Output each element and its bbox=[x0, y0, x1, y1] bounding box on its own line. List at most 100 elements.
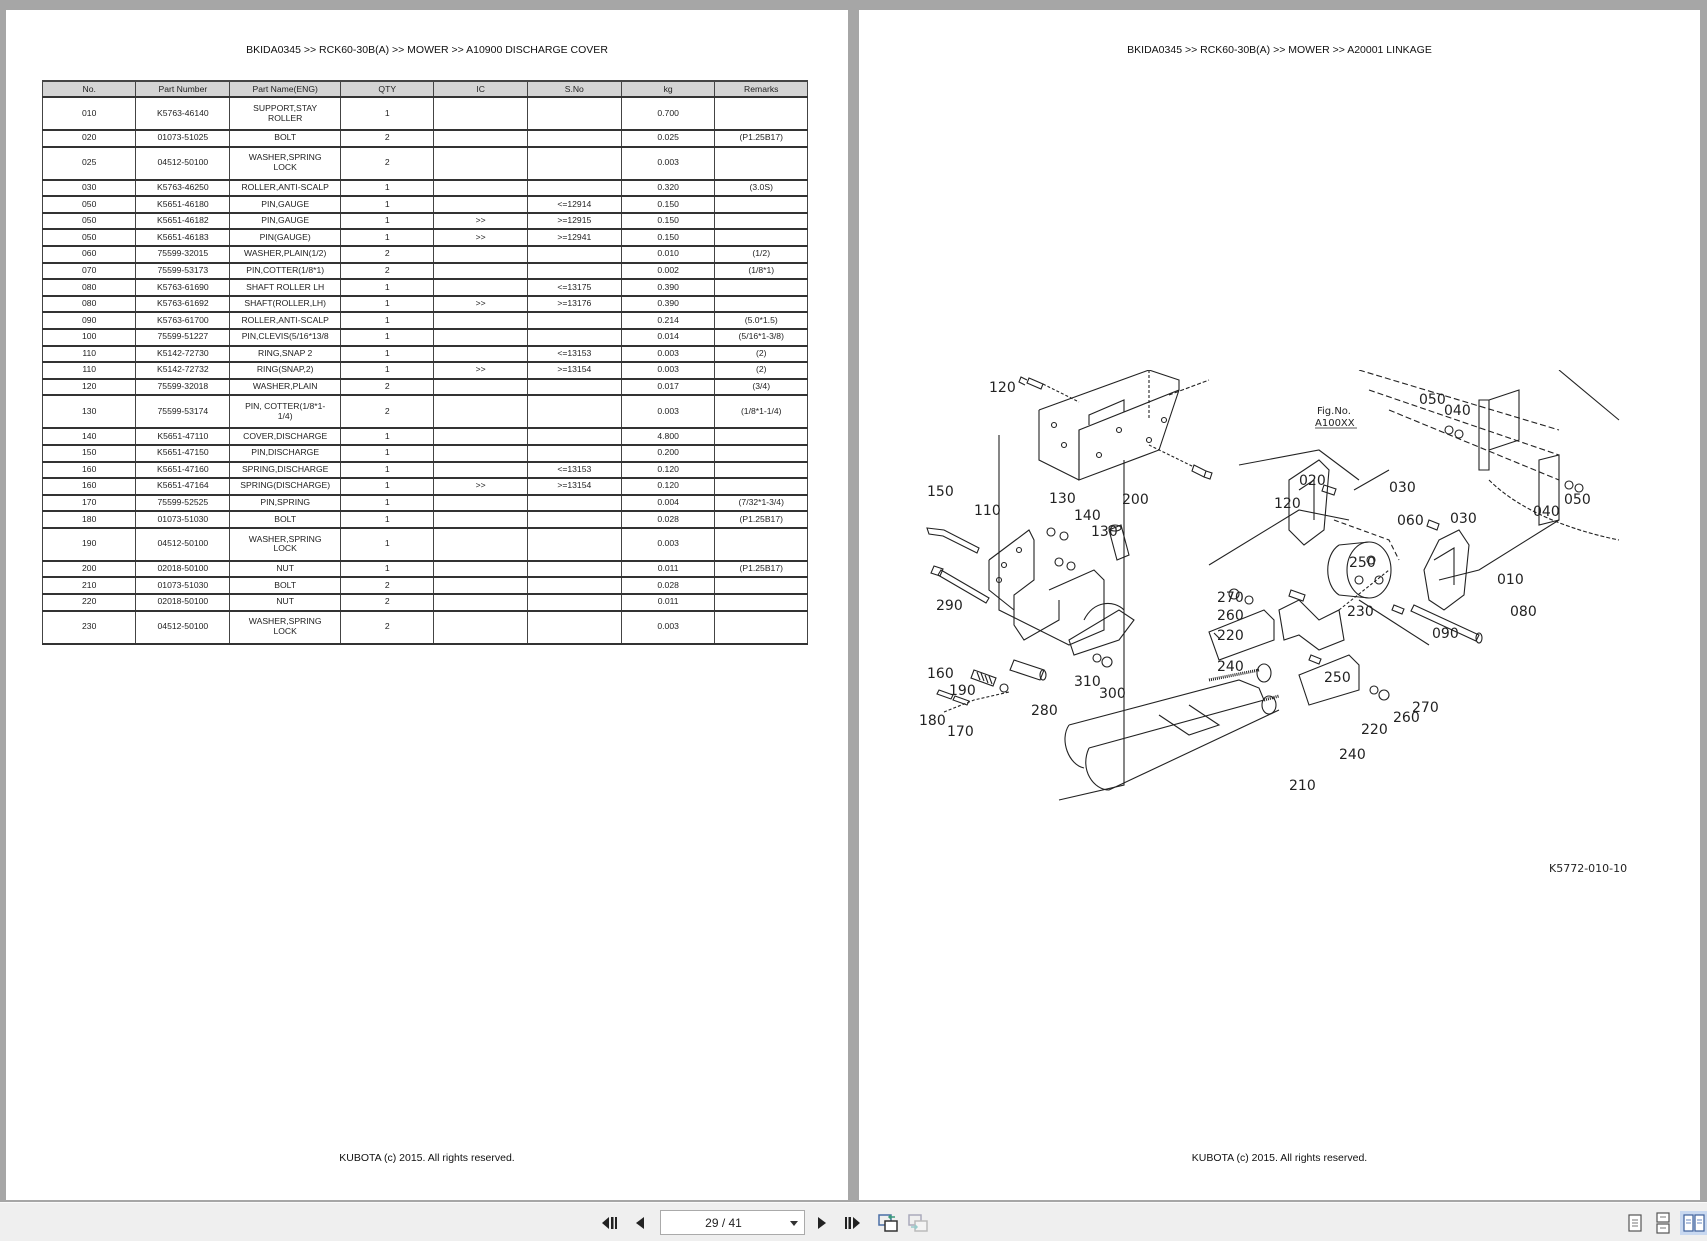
view-two-page-button[interactable] bbox=[1680, 1211, 1707, 1235]
page-footer: KUBOTA (c) 2015. All rights reserved. bbox=[339, 1152, 515, 1164]
cell-kg: 4.800 bbox=[620, 427, 716, 446]
cell-part-name: WASHER,SPRING LOCK bbox=[229, 527, 342, 562]
cell-no: 020 bbox=[41, 129, 137, 148]
cell-kg: 0.011 bbox=[620, 593, 716, 612]
cell-part-name: RING(SNAP,2) bbox=[229, 361, 342, 380]
next-page-button[interactable] bbox=[812, 1211, 832, 1235]
cell-ic bbox=[433, 461, 528, 479]
cell-kg: 0.004 bbox=[620, 494, 716, 512]
callout-label: 200 bbox=[1122, 492, 1149, 508]
cell-part-number: K5651-47160 bbox=[135, 461, 231, 479]
cell-sno bbox=[526, 593, 622, 612]
cell-ic bbox=[433, 444, 528, 462]
go-forward-view-button[interactable] bbox=[906, 1211, 930, 1235]
callout-label: 230 bbox=[1347, 604, 1374, 620]
cell-part-name: SUPPORT,STAY ROLLER bbox=[229, 96, 342, 131]
view-continuous-button[interactable] bbox=[1652, 1211, 1674, 1235]
callout-label: 170 bbox=[947, 724, 974, 740]
figure-code: K5772-010-10 bbox=[1549, 862, 1628, 875]
cell-remarks: (2) bbox=[714, 345, 808, 363]
cell-part-name: NUT bbox=[229, 593, 342, 612]
previous-page-icon bbox=[636, 1217, 644, 1229]
page-right: BKIDA0345 >> RCK60-30B(A) >> MOWER >> A2… bbox=[859, 10, 1700, 1200]
document-viewer[interactable]: BKIDA0345 >> RCK60-30B(A) >> MOWER >> A1… bbox=[0, 0, 1707, 1201]
callout-label: 280 bbox=[1031, 703, 1058, 719]
cell-kg: 0.150 bbox=[620, 212, 716, 230]
callout-label: 050 bbox=[1564, 492, 1591, 508]
cell-part-name: BOLT bbox=[229, 129, 342, 148]
first-page-button[interactable] bbox=[598, 1211, 620, 1235]
cell-ic bbox=[433, 527, 528, 562]
cell-kg: 0.025 bbox=[620, 129, 716, 148]
page-header: BKIDA0345 >> RCK60-30B(A) >> MOWER >> A2… bbox=[1127, 44, 1432, 56]
callout-label: 300 bbox=[1099, 686, 1126, 702]
chevron-down-icon[interactable] bbox=[790, 1221, 798, 1226]
cell-part-number: 04512-50100 bbox=[135, 146, 231, 181]
cell-part-number: 75599-52525 bbox=[135, 494, 231, 512]
continuous-pages-icon bbox=[1656, 1212, 1670, 1234]
cell-remarks bbox=[714, 146, 808, 181]
callout-label: 240 bbox=[1217, 659, 1244, 675]
cell-sno bbox=[526, 427, 622, 446]
callout-label: 020 bbox=[1299, 473, 1326, 489]
cell-no: 160 bbox=[41, 477, 137, 496]
cell-no: 110 bbox=[41, 345, 137, 363]
callout-label: 140 bbox=[1074, 508, 1101, 524]
table-header-row: No. Part Number Part Name(ENG) QTY IC S.… bbox=[41, 80, 808, 98]
cell-qty: 2 bbox=[340, 593, 435, 612]
cell-no: 030 bbox=[41, 179, 137, 197]
cell-no: 130 bbox=[41, 394, 137, 429]
previous-page-button[interactable] bbox=[630, 1211, 650, 1235]
cell-remarks: (1/8*1) bbox=[714, 262, 808, 280]
cell-kg: 0.014 bbox=[620, 328, 716, 347]
cell-qty: 1 bbox=[340, 444, 435, 462]
col-header-part-name: Part Name(ENG) bbox=[229, 80, 342, 98]
cell-part-number: K5651-47110 bbox=[135, 427, 231, 446]
cell-remarks: (3/4) bbox=[714, 378, 808, 396]
cell-kg: 0.150 bbox=[620, 195, 716, 214]
cell-remarks bbox=[714, 228, 808, 247]
cell-sno: <=13175 bbox=[526, 278, 622, 297]
cell-part-name: ROLLER,ANTI-SCALP bbox=[229, 311, 342, 330]
view-single-page-button[interactable] bbox=[1624, 1211, 1646, 1235]
cell-ic bbox=[433, 427, 528, 446]
callout-label: 240 bbox=[1339, 747, 1366, 763]
page-number-selector[interactable]: 29 / 41 bbox=[660, 1210, 805, 1235]
cell-kg: 0.150 bbox=[620, 228, 716, 247]
cell-ic bbox=[433, 593, 528, 612]
cell-kg: 0.120 bbox=[620, 477, 716, 496]
cell-part-name: PIN,DISCHARGE bbox=[229, 444, 342, 462]
cell-ic bbox=[433, 245, 528, 264]
cell-kg: 0.003 bbox=[620, 146, 716, 181]
cell-kg: 0.003 bbox=[620, 361, 716, 380]
cell-no: 100 bbox=[41, 328, 137, 347]
cell-ic bbox=[433, 494, 528, 512]
cell-remarks: (P1.25B17) bbox=[714, 560, 808, 578]
last-page-button[interactable] bbox=[842, 1211, 864, 1235]
cell-remarks bbox=[714, 461, 808, 479]
cell-ic: >> bbox=[433, 361, 528, 380]
cell-ic bbox=[433, 610, 528, 645]
callout-label: 030 bbox=[1450, 511, 1477, 527]
cell-ic bbox=[433, 262, 528, 280]
cell-no: 080 bbox=[41, 278, 137, 297]
two-page-icon bbox=[1682, 1214, 1705, 1232]
callout-label: 150 bbox=[927, 484, 954, 500]
cell-remarks: (7/32*1-3/4) bbox=[714, 494, 808, 512]
go-back-view-button[interactable] bbox=[876, 1211, 900, 1235]
cell-qty: 1 bbox=[340, 96, 435, 131]
cell-ic: >> bbox=[433, 295, 528, 313]
cell-remarks bbox=[714, 593, 808, 612]
cell-ic bbox=[433, 129, 528, 148]
callout-label: 010 bbox=[1497, 572, 1524, 588]
callout-label: 040 bbox=[1533, 504, 1560, 520]
